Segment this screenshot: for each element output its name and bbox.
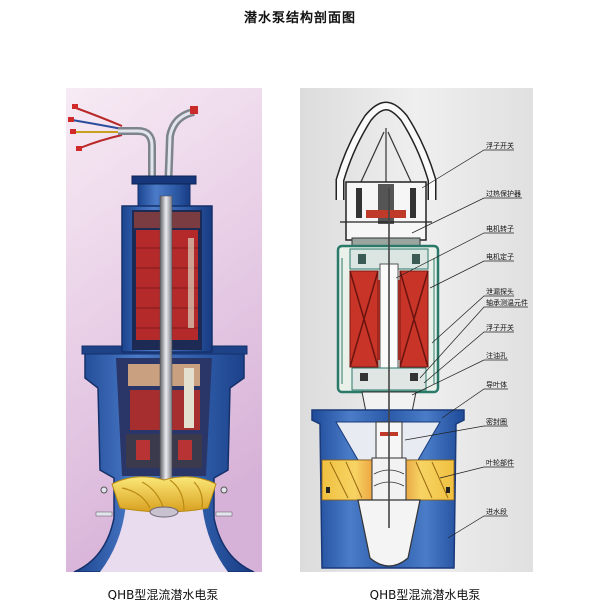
label-bearing-temp-sensor: 轴承测温元件 (486, 298, 528, 307)
label-oil-fill-hole: 注油孔 (486, 351, 507, 360)
label-motor-stator: 电机定子 (486, 252, 514, 261)
inlet-cone (357, 499, 421, 567)
callout-leader-lines (395, 149, 528, 539)
side-bolt-left (326, 487, 330, 493)
left-cross-section-figure (66, 88, 262, 572)
right-labeled-diagram: 浮子开关 过热保护器 电机转子 电机定子 泄漏探头 轴承测温元件 浮子开关 注油… (300, 88, 533, 572)
label-overheat-protector: 过热保护器 (486, 189, 521, 198)
label-inlet-section: 进水段 (486, 507, 507, 516)
side-bolt-right (220, 486, 228, 494)
lifting-handle (335, 101, 437, 200)
label-float-switch-top: 浮子开关 (486, 141, 514, 150)
label-seal-ring: 密封圈 (486, 417, 507, 426)
pump-shaft (159, 195, 173, 481)
label-leak-probe: 泄漏探头 (486, 287, 514, 296)
label-guide-vane: 导叶体 (486, 380, 507, 389)
motor-stator (349, 270, 429, 368)
label-impeller-assembly: 叶轮部件 (486, 458, 514, 467)
left-figure-caption: QHB型混流潜水电泵 (107, 588, 219, 600)
ledge-right (215, 511, 233, 517)
label-float-switch-lower: 浮子开关 (486, 323, 514, 332)
right-figure-caption: QHB型混流潜水电泵 (369, 588, 481, 600)
cable-pipes (118, 106, 198, 193)
impeller (111, 476, 217, 518)
ledge-left (95, 511, 113, 517)
top-cap (340, 181, 432, 247)
page-title: 潜水泵结构剖面图 (243, 11, 356, 26)
side-bolt-left (100, 486, 108, 494)
inlet-bell-interior (100, 504, 228, 572)
side-bolt-right (446, 487, 450, 493)
impeller-assembly (321, 457, 455, 503)
label-motor-rotor: 电机转子 (486, 224, 514, 233)
power-cables (68, 104, 123, 151)
cable-head-lid (131, 175, 197, 185)
